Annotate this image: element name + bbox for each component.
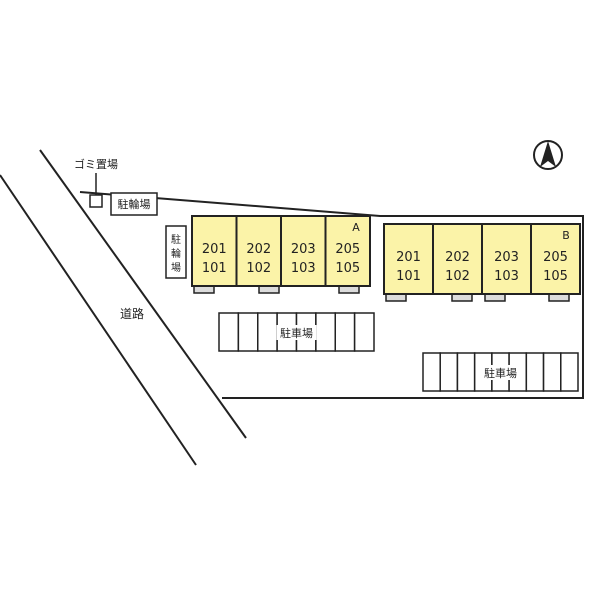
parking-space	[422, 352, 441, 392]
building-a: 201 101 202 102 203 103 205 105 A	[191, 215, 371, 294]
unit-number-lower: 101	[396, 269, 421, 284]
unit-number-upper: 203	[494, 250, 519, 265]
unit-number-lower: 103	[494, 269, 519, 284]
site-boundary	[79, 191, 584, 399]
unit-number-lower: 102	[445, 269, 470, 284]
garbage-area-box	[89, 194, 103, 208]
parking-space	[257, 312, 278, 352]
unit-number-upper: 203	[291, 242, 316, 257]
parking-space	[315, 312, 336, 352]
bicycle-parking-side-char-2: 輪	[171, 247, 181, 260]
parking-space	[334, 312, 356, 352]
unit-number-upper: 202	[246, 242, 271, 257]
unit-number-lower: 105	[335, 261, 360, 276]
bicycle-parking-side-char-1: 駐	[171, 233, 181, 246]
building-label: A	[352, 221, 360, 234]
parking-lot-label: 駐車場	[484, 366, 517, 380]
buildings-layer: 201 101 202 102 203 103 205 105 A 201 101 202 102 203…	[191, 215, 581, 302]
parking-space	[560, 352, 579, 392]
parking-space	[218, 312, 240, 352]
bicycle-parking-top-label: 駐輪場	[118, 197, 151, 211]
parking-label-bg	[276, 325, 317, 340]
unit-number-lower: 102	[246, 261, 271, 276]
unit-number-upper: 205	[335, 242, 360, 257]
parking-lot-2: 駐車場	[422, 352, 579, 392]
unit-number-upper: 202	[445, 250, 470, 265]
bicycle-parking-side-char-3: 場	[171, 261, 181, 274]
unit-number-upper: 205	[543, 250, 568, 265]
unit-cell	[481, 223, 532, 295]
unit-cell	[530, 223, 581, 295]
bicycle-parking-side	[165, 225, 187, 279]
parking-space	[542, 352, 562, 392]
road-edge-right	[39, 149, 247, 439]
parking-space	[237, 312, 259, 352]
building-label: B	[562, 229, 570, 242]
unit-number-lower: 105	[543, 269, 568, 284]
bicycle-parking-top	[110, 192, 158, 216]
parking-lot-label: 駐車場	[280, 326, 313, 340]
parking-space	[456, 352, 476, 392]
road-edge-left	[0, 174, 197, 466]
parking-space	[439, 352, 459, 392]
garbage-area-label: ゴミ置場	[74, 157, 118, 171]
unit-number-upper: 201	[202, 242, 227, 257]
parking-lot-1: 駐車場	[218, 312, 375, 352]
parking-space	[525, 352, 545, 392]
building-b: 201 101 202 102 203 103 205 105 B	[383, 223, 581, 302]
unit-number-upper: 201	[396, 250, 421, 265]
north-arrow-icon	[533, 140, 563, 170]
unit-cell	[324, 215, 371, 287]
unit-number-lower: 101	[202, 261, 227, 276]
unit-cell	[383, 223, 434, 295]
parking-space	[353, 312, 375, 352]
unit-number-lower: 103	[291, 261, 316, 276]
road-label: 道路	[120, 306, 144, 321]
parking-label-bg	[480, 365, 521, 380]
